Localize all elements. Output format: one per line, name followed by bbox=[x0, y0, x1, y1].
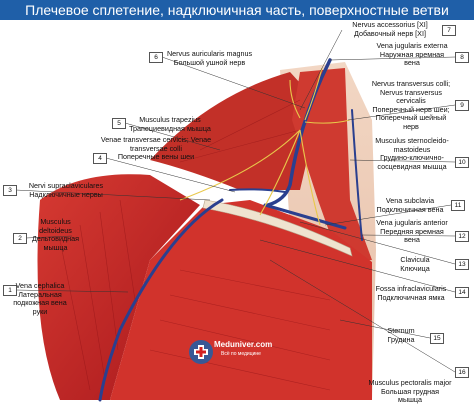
label-russian: Трапециевидная мышца bbox=[129, 123, 211, 133]
label-number-7: 7 bbox=[442, 25, 456, 36]
label-number-1: 1 bbox=[3, 285, 17, 296]
label-latin: Venae transversae cervicis; Venae transv… bbox=[100, 135, 212, 153]
great-auricular-nerve bbox=[304, 67, 323, 121]
label-musculus-trapezius: Musculus trapezius Трапециевидная мышца bbox=[124, 115, 216, 133]
label-latin: Nervi supraclaviculares bbox=[28, 181, 104, 190]
trapezius-muscle bbox=[150, 72, 320, 190]
label-russian: Большой ушной нерв bbox=[173, 57, 246, 67]
label-vena-subclavia: Vena subclavia Подключичная вена bbox=[372, 196, 448, 214]
page-title: Плечевое сплетение, надключичная часть, … bbox=[0, 0, 474, 20]
label-clavicula: Clavicula Ключица bbox=[380, 255, 450, 273]
nerves bbox=[179, 67, 351, 226]
label-number-3: 3 bbox=[3, 185, 17, 196]
label-russian: Подключичная ямка bbox=[377, 292, 445, 302]
cephalic-vein bbox=[98, 198, 224, 402]
label-latin: Musculus sternocleido-mastoideus bbox=[375, 136, 449, 154]
label-number-13: 13 bbox=[455, 259, 469, 270]
label-sternum: Sternum Грудина bbox=[376, 326, 426, 344]
label-russian: Грудино-ключично-сосцевидная мышца bbox=[377, 153, 447, 171]
label-latin: Vena jugularis externa bbox=[376, 41, 448, 50]
label-russian: Грудина bbox=[387, 334, 415, 344]
label-number-12: 12 bbox=[455, 231, 469, 242]
supraclavicular-nerves-branch-2 bbox=[299, 129, 321, 226]
pectoralis-major-muscle bbox=[110, 200, 372, 400]
transverse-cervical-nerve bbox=[304, 119, 351, 124]
muscle-striations bbox=[59, 99, 331, 391]
label-musculus-sternocleidomastoideus: Musculus sternocleido-mastoideus Грудино… bbox=[372, 136, 452, 171]
label-number-14: 14 bbox=[455, 287, 469, 298]
label-musculus-deltoideus: Musculus deltoideus Дельтовидная мышца bbox=[28, 217, 83, 252]
label-latin: Musculus pectoralis major bbox=[368, 378, 452, 387]
label-russian: Добавочный нерв [XI] bbox=[354, 28, 426, 38]
label-russian: Надключичные нервы bbox=[29, 189, 103, 199]
label-russian: Передняя яремная вена bbox=[380, 226, 444, 244]
label-latin: Vena cephalica bbox=[15, 281, 65, 290]
label-russian: Подключичная вена bbox=[376, 204, 444, 214]
label-nervus-transversus-colli: Nervus transversus colli; Nervus transve… bbox=[370, 79, 452, 131]
label-russian: Ключица bbox=[400, 263, 430, 273]
subclavian-vein bbox=[263, 203, 347, 230]
label-latin: Clavicula bbox=[400, 255, 430, 264]
label-number-15: 15 bbox=[430, 333, 444, 344]
label-vena-jugularis-anterior: Vena jugularis anterior Передняя яремная… bbox=[372, 218, 452, 245]
label-fossa-infraclavicularis: Fossa infraclavicularis Подключичная ямк… bbox=[370, 284, 452, 302]
label-latin: Nervus accessorius [XI] bbox=[352, 20, 428, 29]
label-number-11: 11 bbox=[451, 200, 465, 211]
label-latin: Nervus transversus colli; Nervus transve… bbox=[371, 79, 451, 105]
supraclavicular-nerves bbox=[179, 129, 301, 201]
label-latin: Musculus deltoideus bbox=[39, 217, 72, 235]
label-nervus-accessorius: Nervus accessorius [XI] Добавочный нерв … bbox=[340, 20, 440, 38]
transverse-cervical-veins bbox=[229, 188, 286, 193]
clavicle-bone bbox=[202, 199, 353, 257]
label-number-8: 8 bbox=[455, 52, 469, 63]
label-latin: Vena subclavia bbox=[385, 196, 435, 205]
label-russian: Поперечные вены шеи bbox=[117, 152, 195, 161]
label-russian: Большая грудная мышца bbox=[380, 386, 440, 404]
label-russian: Наружная яремная вена bbox=[379, 49, 445, 67]
label-latin: Nervus auricularis magnus bbox=[166, 49, 253, 58]
watermark-logo bbox=[189, 340, 213, 364]
label-latin: Sternum bbox=[387, 326, 415, 335]
accessory-nerve bbox=[289, 79, 301, 119]
label-vena-jugularis-externa: Vena jugularis externa Наружная яремная … bbox=[372, 41, 452, 68]
label-nervi-supraclaviculares: Nervi supraclaviculares Надключичные нер… bbox=[16, 181, 116, 199]
label-russian: Поперечный нерв шеи; Поперечный шейный н… bbox=[372, 104, 450, 131]
label-number-10: 10 bbox=[455, 157, 469, 168]
leader-lines bbox=[15, 29, 456, 373]
label-latin: Vena jugularis anterior bbox=[376, 218, 448, 227]
label-vena-cephalica: Vena cephalica Латеральная подкожная вен… bbox=[10, 281, 70, 316]
label-number-6: 6 bbox=[149, 52, 163, 63]
deltoid-muscle bbox=[37, 174, 200, 400]
sternocleidomastoid-muscle bbox=[292, 68, 372, 262]
label-number-16: 16 bbox=[455, 367, 469, 378]
watermark-site: Meduniver.com bbox=[214, 340, 273, 349]
label-latin: Musculus trapezius bbox=[139, 115, 201, 124]
label-number-5: 5 bbox=[112, 118, 126, 129]
external-jugular-vein bbox=[266, 58, 332, 207]
supraclavicular-nerves-branch bbox=[259, 129, 301, 216]
anterior-jugular-vein bbox=[351, 109, 363, 241]
label-musculus-pectoralis-major: Musculus pectoralis major Большая грудна… bbox=[368, 378, 452, 405]
label-number-9: 9 bbox=[455, 100, 469, 111]
label-number-4: 4 bbox=[93, 153, 107, 164]
veins bbox=[98, 58, 363, 402]
label-russian: Латеральная подкожная вена руки bbox=[13, 289, 67, 316]
label-number-2: 2 bbox=[13, 233, 27, 244]
label-russian: Дельтовидная мышца bbox=[31, 234, 80, 252]
label-nervus-auricularis-magnus: Nervus auricularis magnus Большой ушной … bbox=[162, 49, 257, 67]
watermark-tagline: Всё по медицине bbox=[221, 351, 261, 357]
label-latin: Fossa infraclavicularis bbox=[375, 284, 447, 293]
label-venae-transversae: Venae transversae cervicis; Venae transv… bbox=[100, 135, 212, 162]
